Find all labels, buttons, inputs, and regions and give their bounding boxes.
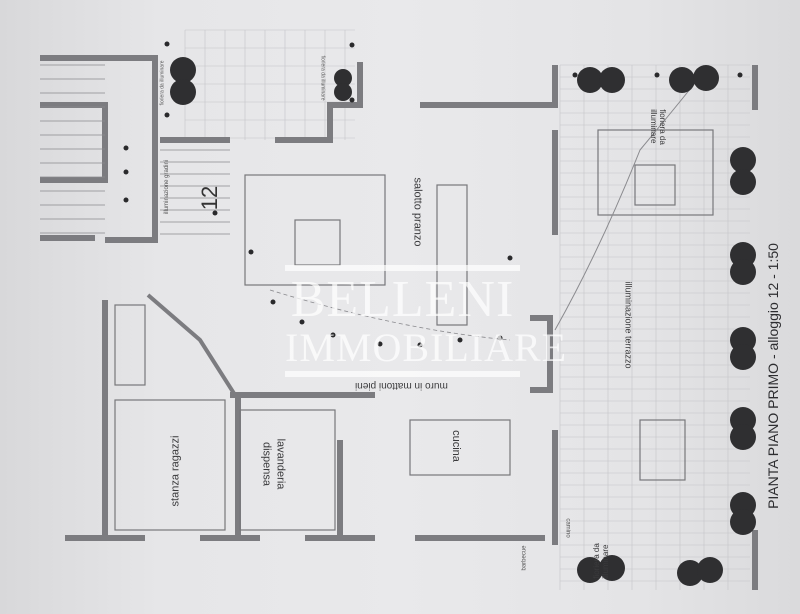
light-fixture	[164, 112, 170, 118]
light-fixture	[164, 41, 170, 47]
light-fixture	[507, 255, 513, 261]
note-barbecue: barbecue	[521, 545, 528, 571]
light-fixture	[457, 337, 463, 343]
planter-bush	[334, 83, 352, 101]
unit-number: 12	[197, 185, 223, 211]
light-fixture	[572, 72, 578, 78]
terrace-coffee-table	[634, 164, 676, 206]
planter-bush	[599, 555, 625, 581]
coffee-table	[294, 219, 341, 266]
planters	[170, 57, 756, 586]
watermark-line2: IMMOBILIARE	[285, 325, 568, 370]
light-fixture	[737, 72, 743, 78]
room-label-laundry: lavanderia dispensa	[259, 439, 287, 490]
planter-bush	[334, 69, 352, 87]
planter-bush	[730, 344, 756, 370]
wall-curved	[146, 293, 237, 397]
note-planter-small-right: fioriera da illuminare	[319, 55, 326, 101]
light-fixture	[417, 342, 423, 348]
note-planter-top-line1: fioriera da	[657, 109, 667, 145]
note-planter-bottom: fioriera da illuminare	[592, 543, 610, 579]
dining-table	[436, 184, 468, 326]
light-fixtures	[123, 41, 743, 348]
planter-bush	[577, 67, 603, 93]
watermark-line1: BELLENI	[290, 271, 515, 328]
note-planter-bottom-line1: fioriera da	[591, 543, 601, 579]
planter-bush	[669, 67, 695, 93]
terrace-sofa	[597, 129, 714, 216]
room-label-laundry-line1: lavanderia	[274, 438, 287, 490]
note-terrace-lighting: illuminazione terrazzo	[623, 281, 634, 369]
light-fixture	[654, 72, 660, 78]
bathroom	[114, 304, 146, 386]
planter-bush	[170, 57, 196, 83]
planter-bush	[577, 557, 603, 583]
planter-bush	[677, 560, 703, 586]
note-planter-bottom-line2: illuminare	[600, 544, 610, 579]
furniture	[114, 129, 714, 531]
note-planter-top: fioriera da illuminare	[649, 109, 667, 145]
planter-bush	[599, 67, 625, 93]
planter-bush	[730, 259, 756, 285]
light-fixture	[123, 169, 129, 175]
light-fixture	[212, 210, 218, 216]
light-fixture	[270, 299, 276, 305]
laundry-area	[239, 409, 336, 531]
plan-title: PIANTA PIANO PRIMO - alloggio 12 - 1:50	[764, 243, 781, 509]
note-planter-small-left: fioriera da illuminare	[159, 60, 166, 106]
light-fixture	[497, 335, 503, 341]
light-fixture	[349, 42, 355, 48]
wall-note-arc	[269, 289, 511, 341]
planter-bush	[697, 557, 723, 583]
room-label-living: salotto pranzo	[411, 177, 424, 247]
room-label-kitchen: cucina	[449, 430, 462, 462]
room-label-laundry-line2: dispensa	[260, 441, 273, 487]
wall-pillar	[530, 315, 553, 393]
walls	[40, 55, 758, 590]
light-fixture	[123, 145, 129, 151]
planter-bush	[170, 79, 196, 105]
wall-top-right	[420, 65, 558, 108]
note-stair-lighting: illuminazione gradini	[164, 159, 171, 215]
planter-bush	[730, 424, 756, 450]
watermark-bar	[285, 265, 520, 271]
light-fixture	[330, 332, 336, 338]
floor-tile-grid	[184, 29, 750, 590]
wall-stair-block	[40, 55, 158, 243]
light-fixture	[349, 97, 355, 103]
note-planter-top-line2: illuminare	[648, 109, 658, 144]
wall-top-middle	[275, 62, 363, 143]
room-label-kids: stanza ragazzi	[169, 435, 182, 507]
light-fixture	[248, 249, 254, 255]
watermark-bar	[285, 371, 520, 377]
light-fixture	[123, 197, 129, 203]
note-fireplace: camino	[564, 518, 571, 538]
watermark-logo: BELLENI IMMOBILIARE	[285, 262, 568, 380]
light-fixture	[377, 341, 383, 347]
planter-bush	[730, 169, 756, 195]
sofa-living	[244, 174, 386, 286]
terrace-table	[639, 419, 686, 481]
wall-elevator	[40, 102, 108, 183]
light-fixture	[299, 319, 305, 325]
stairs	[40, 64, 230, 235]
kids-room-area	[114, 399, 226, 531]
kitchen-island	[409, 419, 511, 476]
planter-bush	[730, 509, 756, 535]
note-wall: muro in mattoni pieni	[355, 380, 448, 391]
planter-bush	[693, 65, 719, 91]
planter-bush	[730, 147, 756, 173]
